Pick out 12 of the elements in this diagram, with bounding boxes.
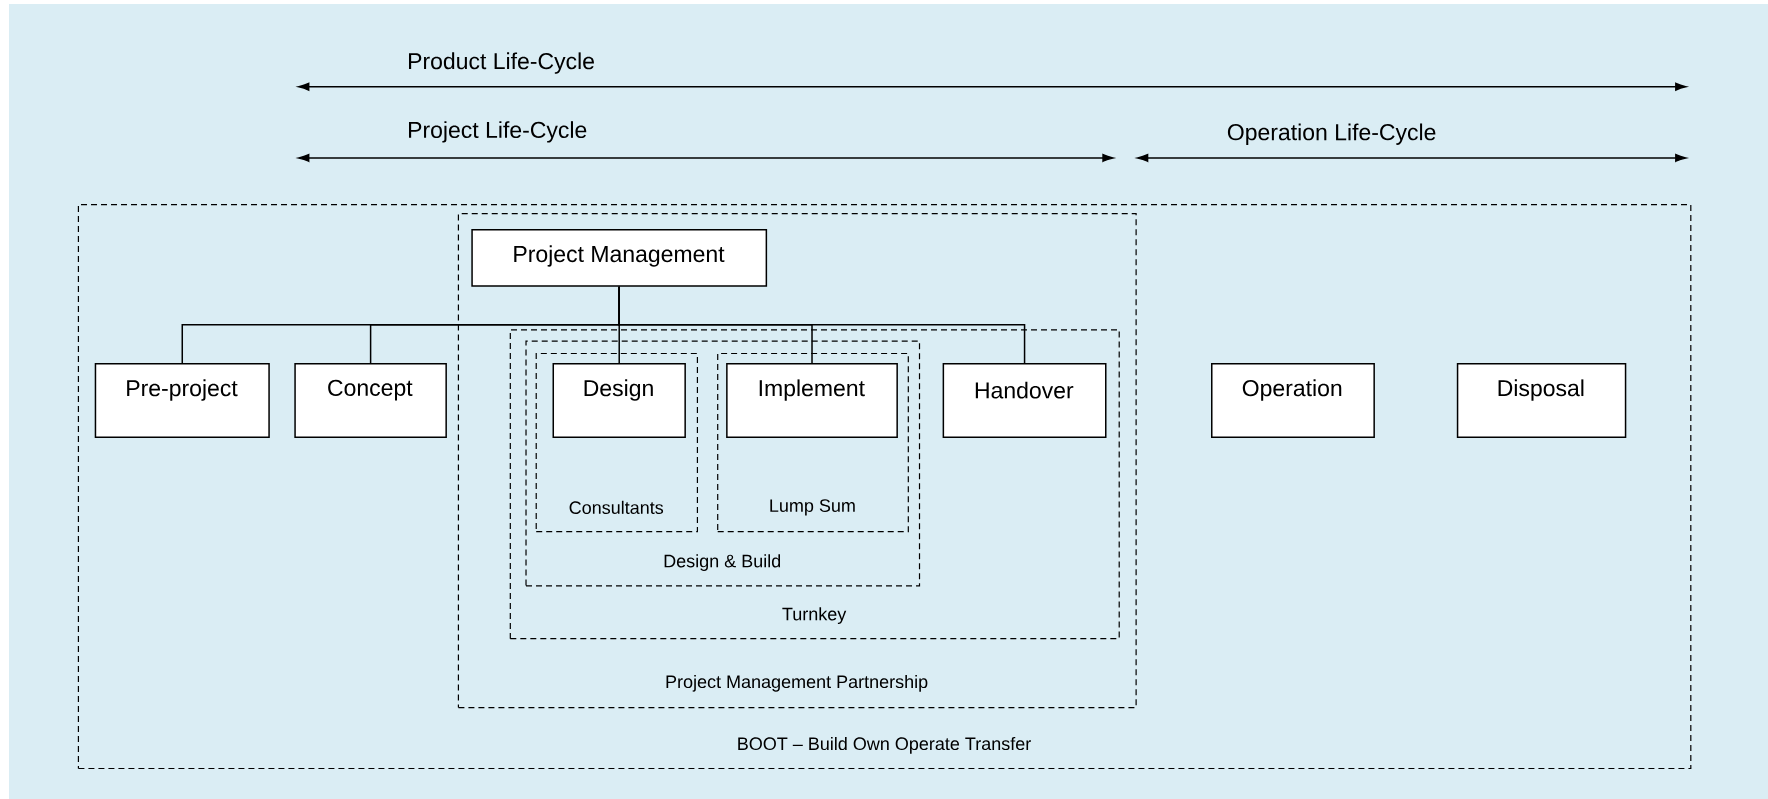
process-box: Design (552, 363, 686, 438)
process-box: Handover (942, 363, 1107, 438)
process-box: Disposal (1456, 363, 1627, 438)
connector (618, 286, 1026, 364)
process-box: Pre-project (94, 363, 270, 438)
dimension-label: Project Life-Cycle (409, 121, 587, 143)
process-box: Implement (726, 363, 898, 438)
dimension-label: Operation Life-Cycle (1227, 123, 1436, 145)
process-box: Concept (294, 363, 447, 438)
process-box: Operation (1211, 363, 1375, 438)
process-box: Project Management (471, 228, 768, 287)
dimension-label: Product Life-Cycle (409, 52, 594, 74)
